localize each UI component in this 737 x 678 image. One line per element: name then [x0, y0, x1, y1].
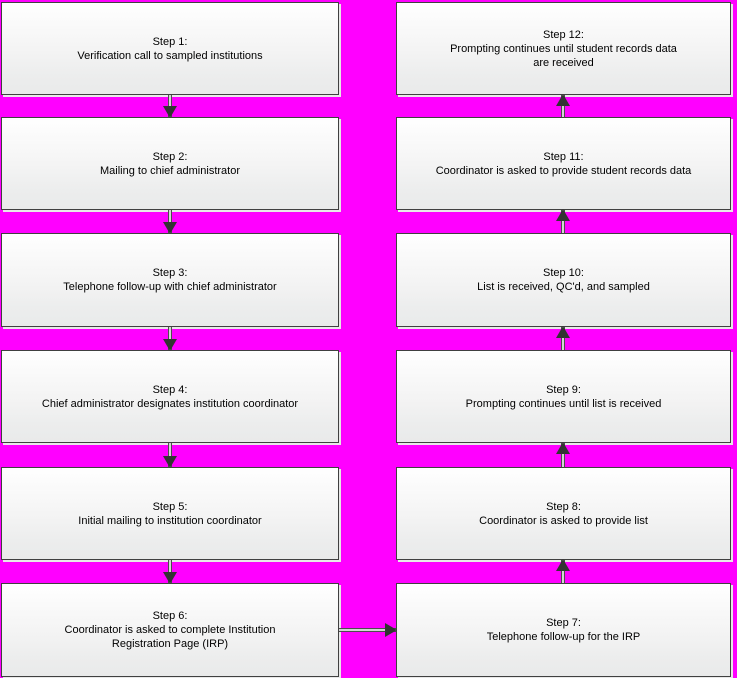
- node-step-4-label: Step 4: Chief administrator designates i…: [41, 383, 299, 410]
- node-step-10-label: Step 10: List is received, QC'd, and sam…: [477, 267, 650, 293]
- connector-step5-to-step6: [163, 560, 177, 584]
- node-step-8[interactable]: Step 8: Coordinator is asked to provide …: [396, 467, 731, 560]
- arrow-up-icon: [556, 326, 570, 338]
- connector-shaft: [561, 560, 565, 583]
- node-step-7-label: Step 7: Telephone follow-up for the IRP: [486, 617, 641, 643]
- arrow-right-icon: [385, 623, 397, 637]
- arrow-up-icon: [556, 442, 570, 454]
- arrow-down-icon: [163, 339, 177, 351]
- arrow-down-icon: [163, 106, 177, 118]
- connector-step8-to-step9: [556, 442, 570, 467]
- arrow-up-icon: [556, 94, 570, 106]
- connector-shaft: [168, 443, 172, 467]
- connector-step10-to-step11: [556, 209, 570, 233]
- connector-step7-to-step8: [556, 559, 570, 583]
- connector-step1-to-step2: [163, 95, 177, 118]
- node-step-1-label: Step 1: Verification call to sampled ins…: [77, 35, 263, 62]
- arrow-up-icon: [556, 209, 570, 221]
- connector-shaft: [168, 560, 172, 583]
- connector-step4-to-step5: [163, 443, 177, 468]
- node-step-6-label: Step 6: Coordinator is asked to complete…: [64, 610, 276, 650]
- connector-shaft: [561, 327, 565, 350]
- connector-step6-to-step7: [339, 623, 397, 637]
- arrow-up-icon: [556, 559, 570, 571]
- node-step-1[interactable]: Step 1: Verification call to sampled ins…: [1, 2, 339, 95]
- connector-shaft: [561, 210, 565, 233]
- node-step-3-label: Step 3: Telephone follow-up with chief a…: [63, 267, 277, 293]
- node-step-12[interactable]: Step 12: Prompting continues until stude…: [396, 2, 731, 95]
- connector-shaft: [561, 95, 565, 117]
- node-step-6[interactable]: Step 6: Coordinator is asked to complete…: [1, 583, 339, 677]
- node-step-5-label: Step 5: Initial mailing to institution c…: [78, 500, 262, 527]
- node-step-2[interactable]: Step 2: Mailing to chief administrator: [1, 117, 339, 210]
- connector-shaft: [339, 628, 396, 632]
- node-step-11[interactable]: Step 11: Coordinator is asked to provide…: [396, 117, 731, 210]
- arrow-down-icon: [163, 222, 177, 234]
- node-step-12-label: Step 12: Prompting continues until stude…: [450, 28, 677, 69]
- node-step-7[interactable]: Step 7: Telephone follow-up for the IRP: [396, 583, 731, 677]
- connector-step3-to-step4: [163, 327, 177, 351]
- node-step-2-label: Step 2: Mailing to chief administrator: [99, 150, 240, 177]
- connector-step2-to-step3: [163, 210, 177, 234]
- node-step-9-label: Step 9: Prompting continues until list i…: [465, 383, 662, 410]
- connector-shaft: [168, 327, 172, 350]
- connector-shaft: [168, 210, 172, 233]
- connector-step9-to-step10: [556, 326, 570, 350]
- node-step-3[interactable]: Step 3: Telephone follow-up with chief a…: [1, 233, 339, 327]
- node-step-8-label: Step 8: Coordinator is asked to provide …: [479, 500, 648, 527]
- node-step-11-label: Step 11: Coordinator is asked to provide…: [435, 150, 692, 177]
- node-step-5[interactable]: Step 5: Initial mailing to institution c…: [1, 467, 339, 560]
- arrow-down-icon: [163, 572, 177, 584]
- connector-shaft: [561, 443, 565, 467]
- node-step-10[interactable]: Step 10: List is received, QC'd, and sam…: [396, 233, 731, 327]
- arrow-down-icon: [163, 456, 177, 468]
- connector-step11-to-step12: [556, 94, 570, 117]
- node-step-9[interactable]: Step 9: Prompting continues until list i…: [396, 350, 731, 443]
- node-step-4[interactable]: Step 4: Chief administrator designates i…: [1, 350, 339, 443]
